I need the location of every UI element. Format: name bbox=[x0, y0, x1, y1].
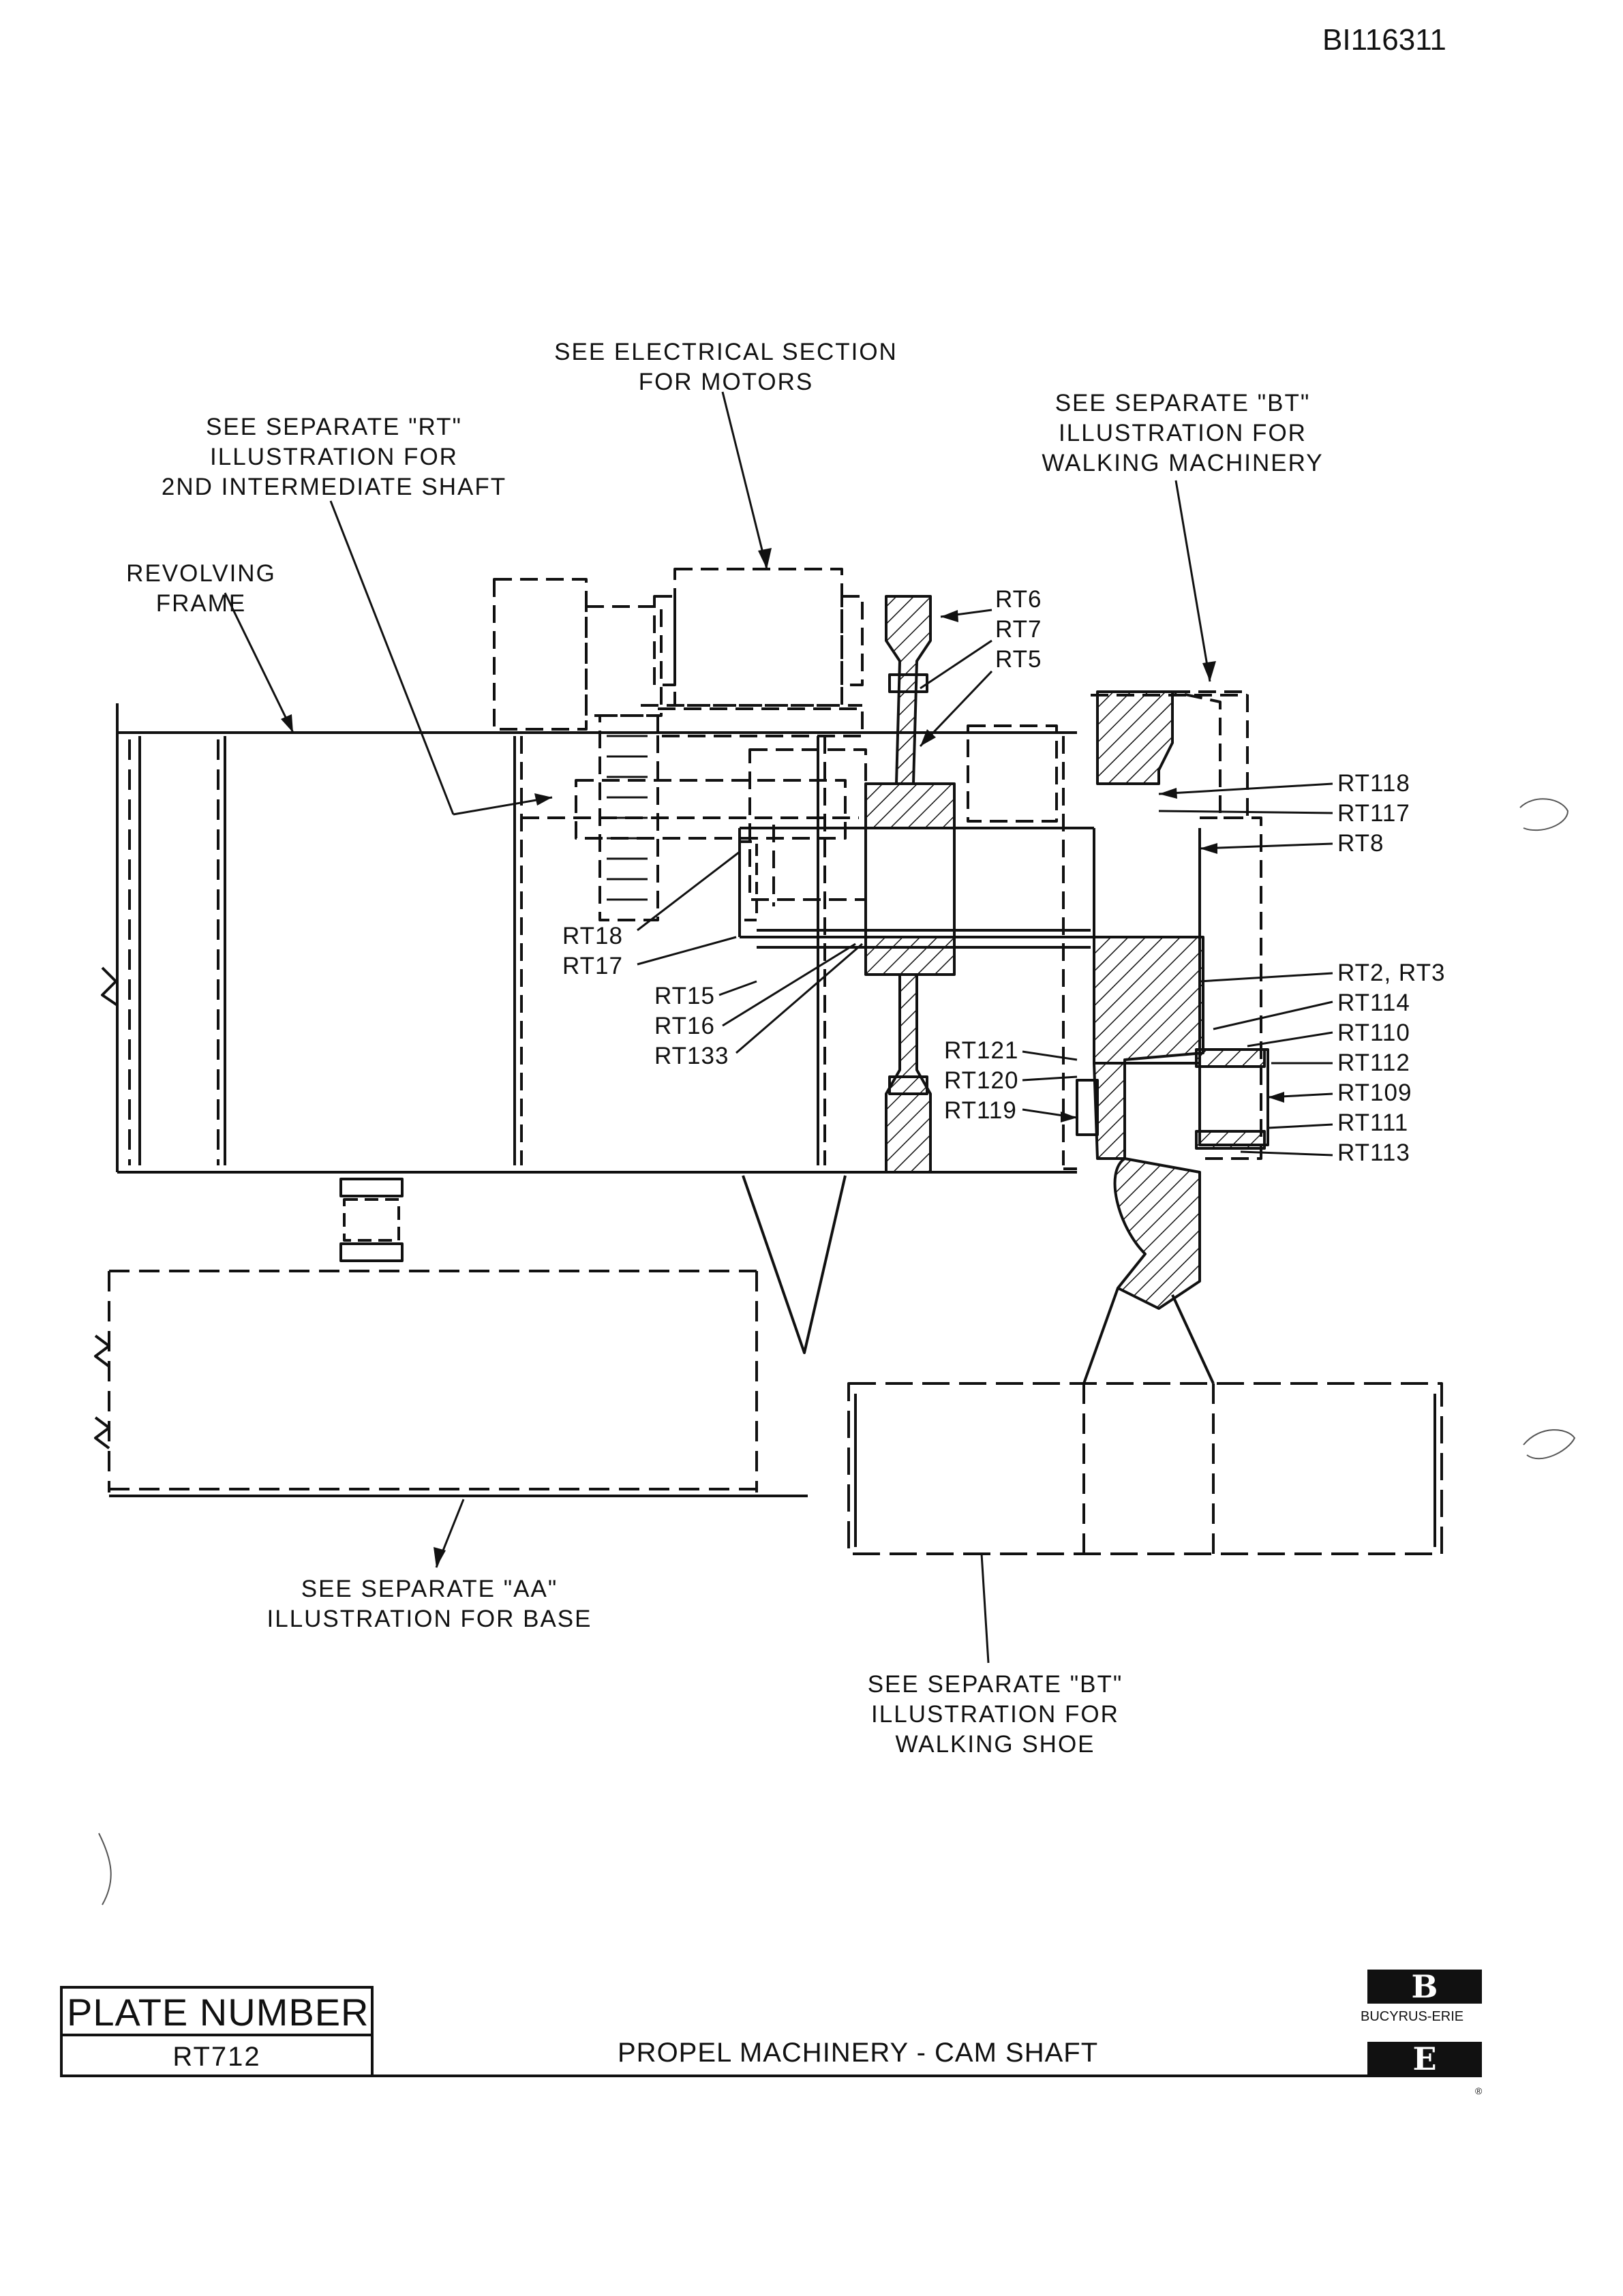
arrowheads bbox=[281, 548, 1284, 1567]
part-label-rt110: RT110 bbox=[1337, 1020, 1410, 1046]
plate-number-header: PLATE NUMBER bbox=[63, 1989, 371, 2036]
part-label-rt109: RT109 bbox=[1337, 1080, 1412, 1106]
plate-title: PROPEL MACHINERY - CAM SHAFT bbox=[618, 2038, 1099, 2068]
part-label-rt114: RT114 bbox=[1337, 990, 1410, 1016]
walking-shoe bbox=[847, 1382, 1443, 1555]
revolving-frame bbox=[101, 703, 1077, 1174]
part-label-rt15: RT15 bbox=[654, 983, 715, 1009]
part-label-rt6: RT6 bbox=[995, 586, 1042, 613]
base bbox=[94, 1178, 808, 1497]
leader-lines bbox=[224, 391, 1333, 1664]
title-rule bbox=[374, 2075, 1482, 2077]
bucyrus-erie-logo-bottom: E bbox=[1367, 2042, 1482, 2076]
bucyrus-erie-logo-top: B bbox=[1367, 1970, 1482, 2004]
part-label-rt2-rt3: RT2, RT3 bbox=[1337, 960, 1446, 986]
frame-bracket bbox=[742, 1175, 847, 1354]
part-label-rt118: RT118 bbox=[1337, 770, 1410, 797]
part-label-rt117: RT117 bbox=[1337, 800, 1410, 827]
registered-mark: ® bbox=[1475, 2085, 1483, 2096]
cam bbox=[1076, 690, 1269, 1310]
part-label-rt121: RT121 bbox=[944, 1037, 1019, 1064]
motor-assembly bbox=[493, 568, 1247, 921]
bucyrus-erie-logo-name: BUCYRUS-ERIE bbox=[1361, 2009, 1464, 2024]
part-label-rt17: RT17 bbox=[562, 953, 623, 979]
rt-shaft-callout: SEE SEPARATE "RT" ILLUSTRATION FOR 2ND I… bbox=[161, 414, 507, 500]
walking-linkage bbox=[1082, 1287, 1215, 1384]
part-label-rt7: RT7 bbox=[995, 616, 1042, 643]
gear-teeth bbox=[607, 735, 648, 901]
bull-gear bbox=[864, 595, 956, 1174]
electrical-callout: SEE ELECTRICAL SECTION FOR MOTORS bbox=[554, 339, 898, 395]
part-label-rt8: RT8 bbox=[1337, 830, 1384, 857]
plate-number-value: RT712 bbox=[172, 2042, 261, 2072]
bt-shoe-callout: SEE SEPARATE "BT" ILLUSTRATION FOR WALKI… bbox=[867, 1671, 1123, 1758]
part-label-rt5: RT5 bbox=[995, 646, 1042, 673]
revolving-frame-callout: REVOLVING FRAME bbox=[126, 560, 276, 617]
aa-base-callout: SEE SEPARATE "AA" ILLUSTRATION FOR BASE bbox=[267, 1576, 592, 1632]
part-label-rt18: RT18 bbox=[562, 923, 623, 949]
part-label-rt119: RT119 bbox=[944, 1097, 1017, 1124]
part-label-rt16: RT16 bbox=[654, 1013, 715, 1039]
part-label-rt113: RT113 bbox=[1337, 1139, 1410, 1166]
plate-number-box: PLATE NUMBER RT712 bbox=[60, 1986, 374, 2077]
part-label-rt120: RT120 bbox=[944, 1067, 1019, 1094]
part-label-rt111: RT111 bbox=[1337, 1109, 1409, 1136]
scan-marks bbox=[98, 798, 1576, 1905]
bt-walking-callout: SEE SEPARATE "BT" ILLUSTRATION FOR WALKI… bbox=[1042, 390, 1324, 476]
document-id: BI116311 bbox=[1322, 23, 1446, 57]
part-label-rt133: RT133 bbox=[654, 1043, 729, 1069]
part-label-rt112: RT112 bbox=[1337, 1050, 1410, 1076]
